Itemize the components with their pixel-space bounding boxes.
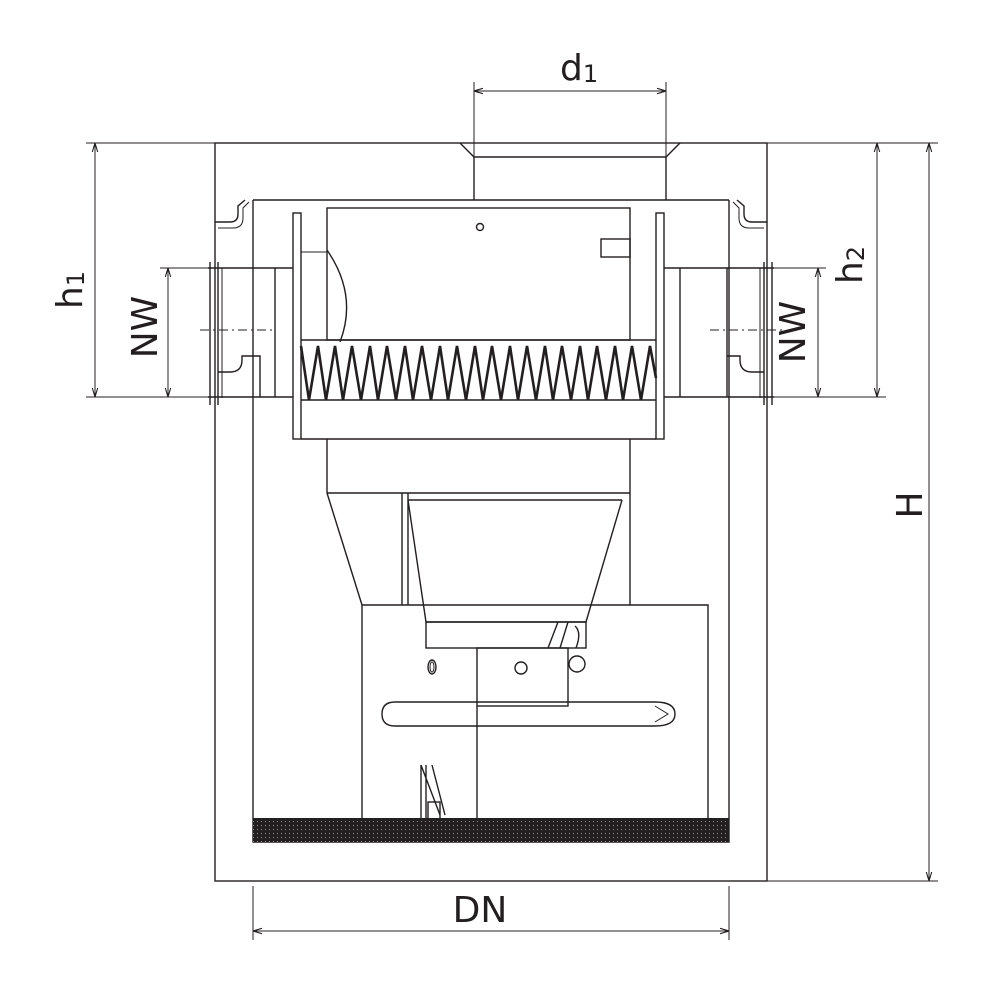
height-label: H [890,491,931,518]
gravel-bed [253,818,729,842]
right-pipe-connection [664,262,782,405]
dimensions [86,82,938,940]
dn-label: DN [453,890,508,931]
h1-label: h1 [50,271,91,309]
funnel-assembly [326,439,631,649]
nw-left-label: NW [125,296,166,359]
left-pipe-connection [200,262,293,405]
h2-label: h2 [830,246,871,284]
outer-housing [214,142,768,882]
filter-basket [292,207,665,440]
d1-label: d1 [560,48,598,89]
lower-box [361,604,709,843]
nw-right-label: NW [773,301,814,364]
